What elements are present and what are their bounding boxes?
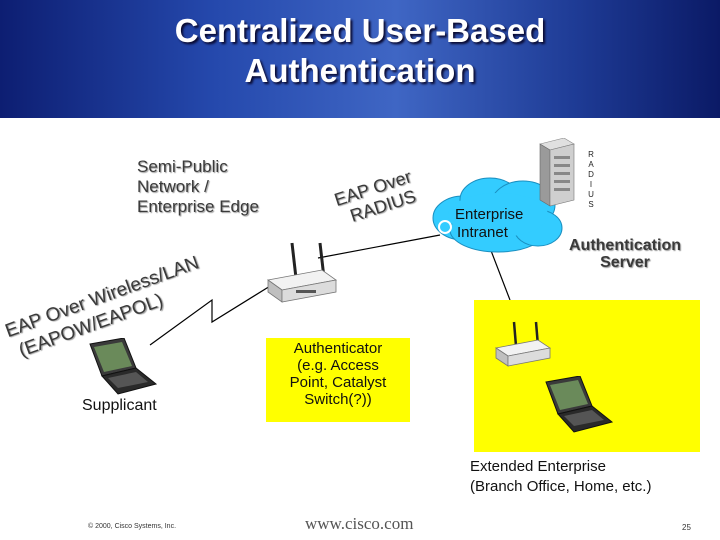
semi-public-label: Semi-Public Network / Enterprise Edge — [137, 157, 259, 217]
auth-server-line-2: Server — [600, 254, 650, 271]
access-point-icon — [494, 321, 552, 367]
footer-copyright: © 2000, Cisco Systems, Inc. — [88, 523, 177, 530]
authenticator-box — [266, 338, 410, 422]
semi-public-line-1: Semi-Public — [137, 157, 228, 176]
enterprise-intranet-line-2: Intranet — [457, 224, 508, 241]
supplicant-label: Supplicant — [82, 397, 157, 414]
radius-letter: U — [588, 190, 594, 199]
footer-page-number: 25 — [682, 523, 691, 532]
footer-url: www.cisco.com — [305, 514, 414, 533]
server-icon — [539, 138, 575, 207]
semi-public-line-3: Enterprise Edge — [137, 197, 259, 216]
title-line-1: Centralized User-Based — [174, 12, 546, 49]
laptop-icon — [89, 338, 158, 395]
authenticator-line-1: Authenticator — [293, 340, 383, 357]
semi-public-line-2: Network / — [137, 177, 209, 196]
extended-enterprise-line-2: (Branch Office, Home, etc.) — [470, 478, 652, 495]
title-banner — [0, 0, 720, 118]
authenticator-line-2: (e.g. Access — [297, 357, 379, 374]
intranet-to-branch-line — [489, 247, 511, 301]
radius-vertical-label: R A D I U S — [586, 150, 596, 210]
radius-letter: D — [588, 170, 594, 179]
auth-server-line-1: Authentication — [569, 237, 681, 254]
radius-letter: R — [588, 150, 594, 159]
radius-letter: I — [589, 180, 593, 189]
laptop-icon — [545, 376, 614, 433]
lightning-link-icon — [149, 282, 276, 346]
extended-enterprise-label: Extended Enterprise (Branch Office, Home… — [470, 457, 651, 497]
cloud-icon — [432, 177, 563, 253]
radius-letter: S — [588, 200, 594, 209]
title-line-2: Authentication — [244, 52, 476, 89]
radius-letter: A — [588, 160, 594, 169]
authenticator-line-4: Switch(?)) — [304, 391, 372, 408]
enterprise-intranet-line-1: Enterprise — [455, 206, 524, 223]
extended-enterprise-line-1: Extended Enterprise — [470, 458, 606, 475]
authenticator-label: Authenticator (e.g. Access Point, Cataly… — [266, 340, 410, 408]
authentication-server-label: Authentication Server — [560, 237, 690, 271]
authenticator-line-3: Point, Catalyst — [289, 374, 387, 391]
ap-to-intranet-line — [317, 234, 441, 259]
enterprise-intranet-label: Enterprise Intranet — [455, 206, 523, 242]
access-point-icon — [267, 242, 337, 303]
